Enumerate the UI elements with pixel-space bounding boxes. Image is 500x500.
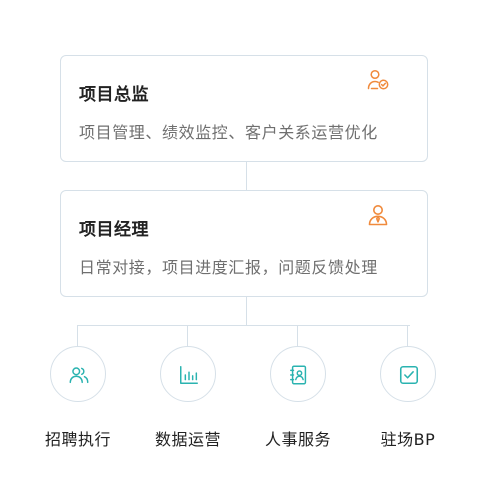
users-icon: [69, 367, 89, 384]
connector-role-3: [297, 325, 298, 346]
bar-chart-icon: [180, 366, 198, 384]
manager-badge-icon: [367, 69, 389, 90]
connector-role-2: [187, 325, 188, 346]
person-icon: [368, 205, 388, 226]
role-circle-onsite-bp: [380, 346, 436, 402]
role-label-data-ops: 数据运营: [154, 430, 221, 449]
role-circle-data-ops: [160, 346, 216, 402]
connector-role-1: [77, 325, 78, 346]
manager-card: 项目经理 日常对接，项目进度汇报，问题反馈处理: [60, 190, 428, 297]
connector-director-manager: [246, 162, 247, 190]
contact-book-icon: [290, 365, 307, 385]
role-circle-hr-service: [270, 346, 326, 402]
connector-horizontal: [77, 325, 410, 326]
connector-manager-branch: [246, 297, 247, 326]
manager-title: 项目经理: [79, 220, 149, 240]
director-card: 项目总监 项目管理、绩效监控、客户关系运营优化: [60, 55, 428, 162]
role-label-hr-service: 人事服务: [264, 430, 331, 449]
role-circle-recruiting: [50, 346, 106, 402]
director-description: 项目管理、绩效监控、客户关系运营优化: [79, 123, 378, 142]
manager-description: 日常对接，项目进度汇报，问题反馈处理: [79, 258, 378, 277]
director-title: 项目总监: [79, 85, 149, 105]
role-label-onsite-bp: 驻场BP: [380, 430, 436, 449]
connector-role-4: [407, 325, 408, 346]
checkbox-icon: [399, 365, 419, 385]
role-label-recruiting: 招聘执行: [44, 430, 111, 449]
